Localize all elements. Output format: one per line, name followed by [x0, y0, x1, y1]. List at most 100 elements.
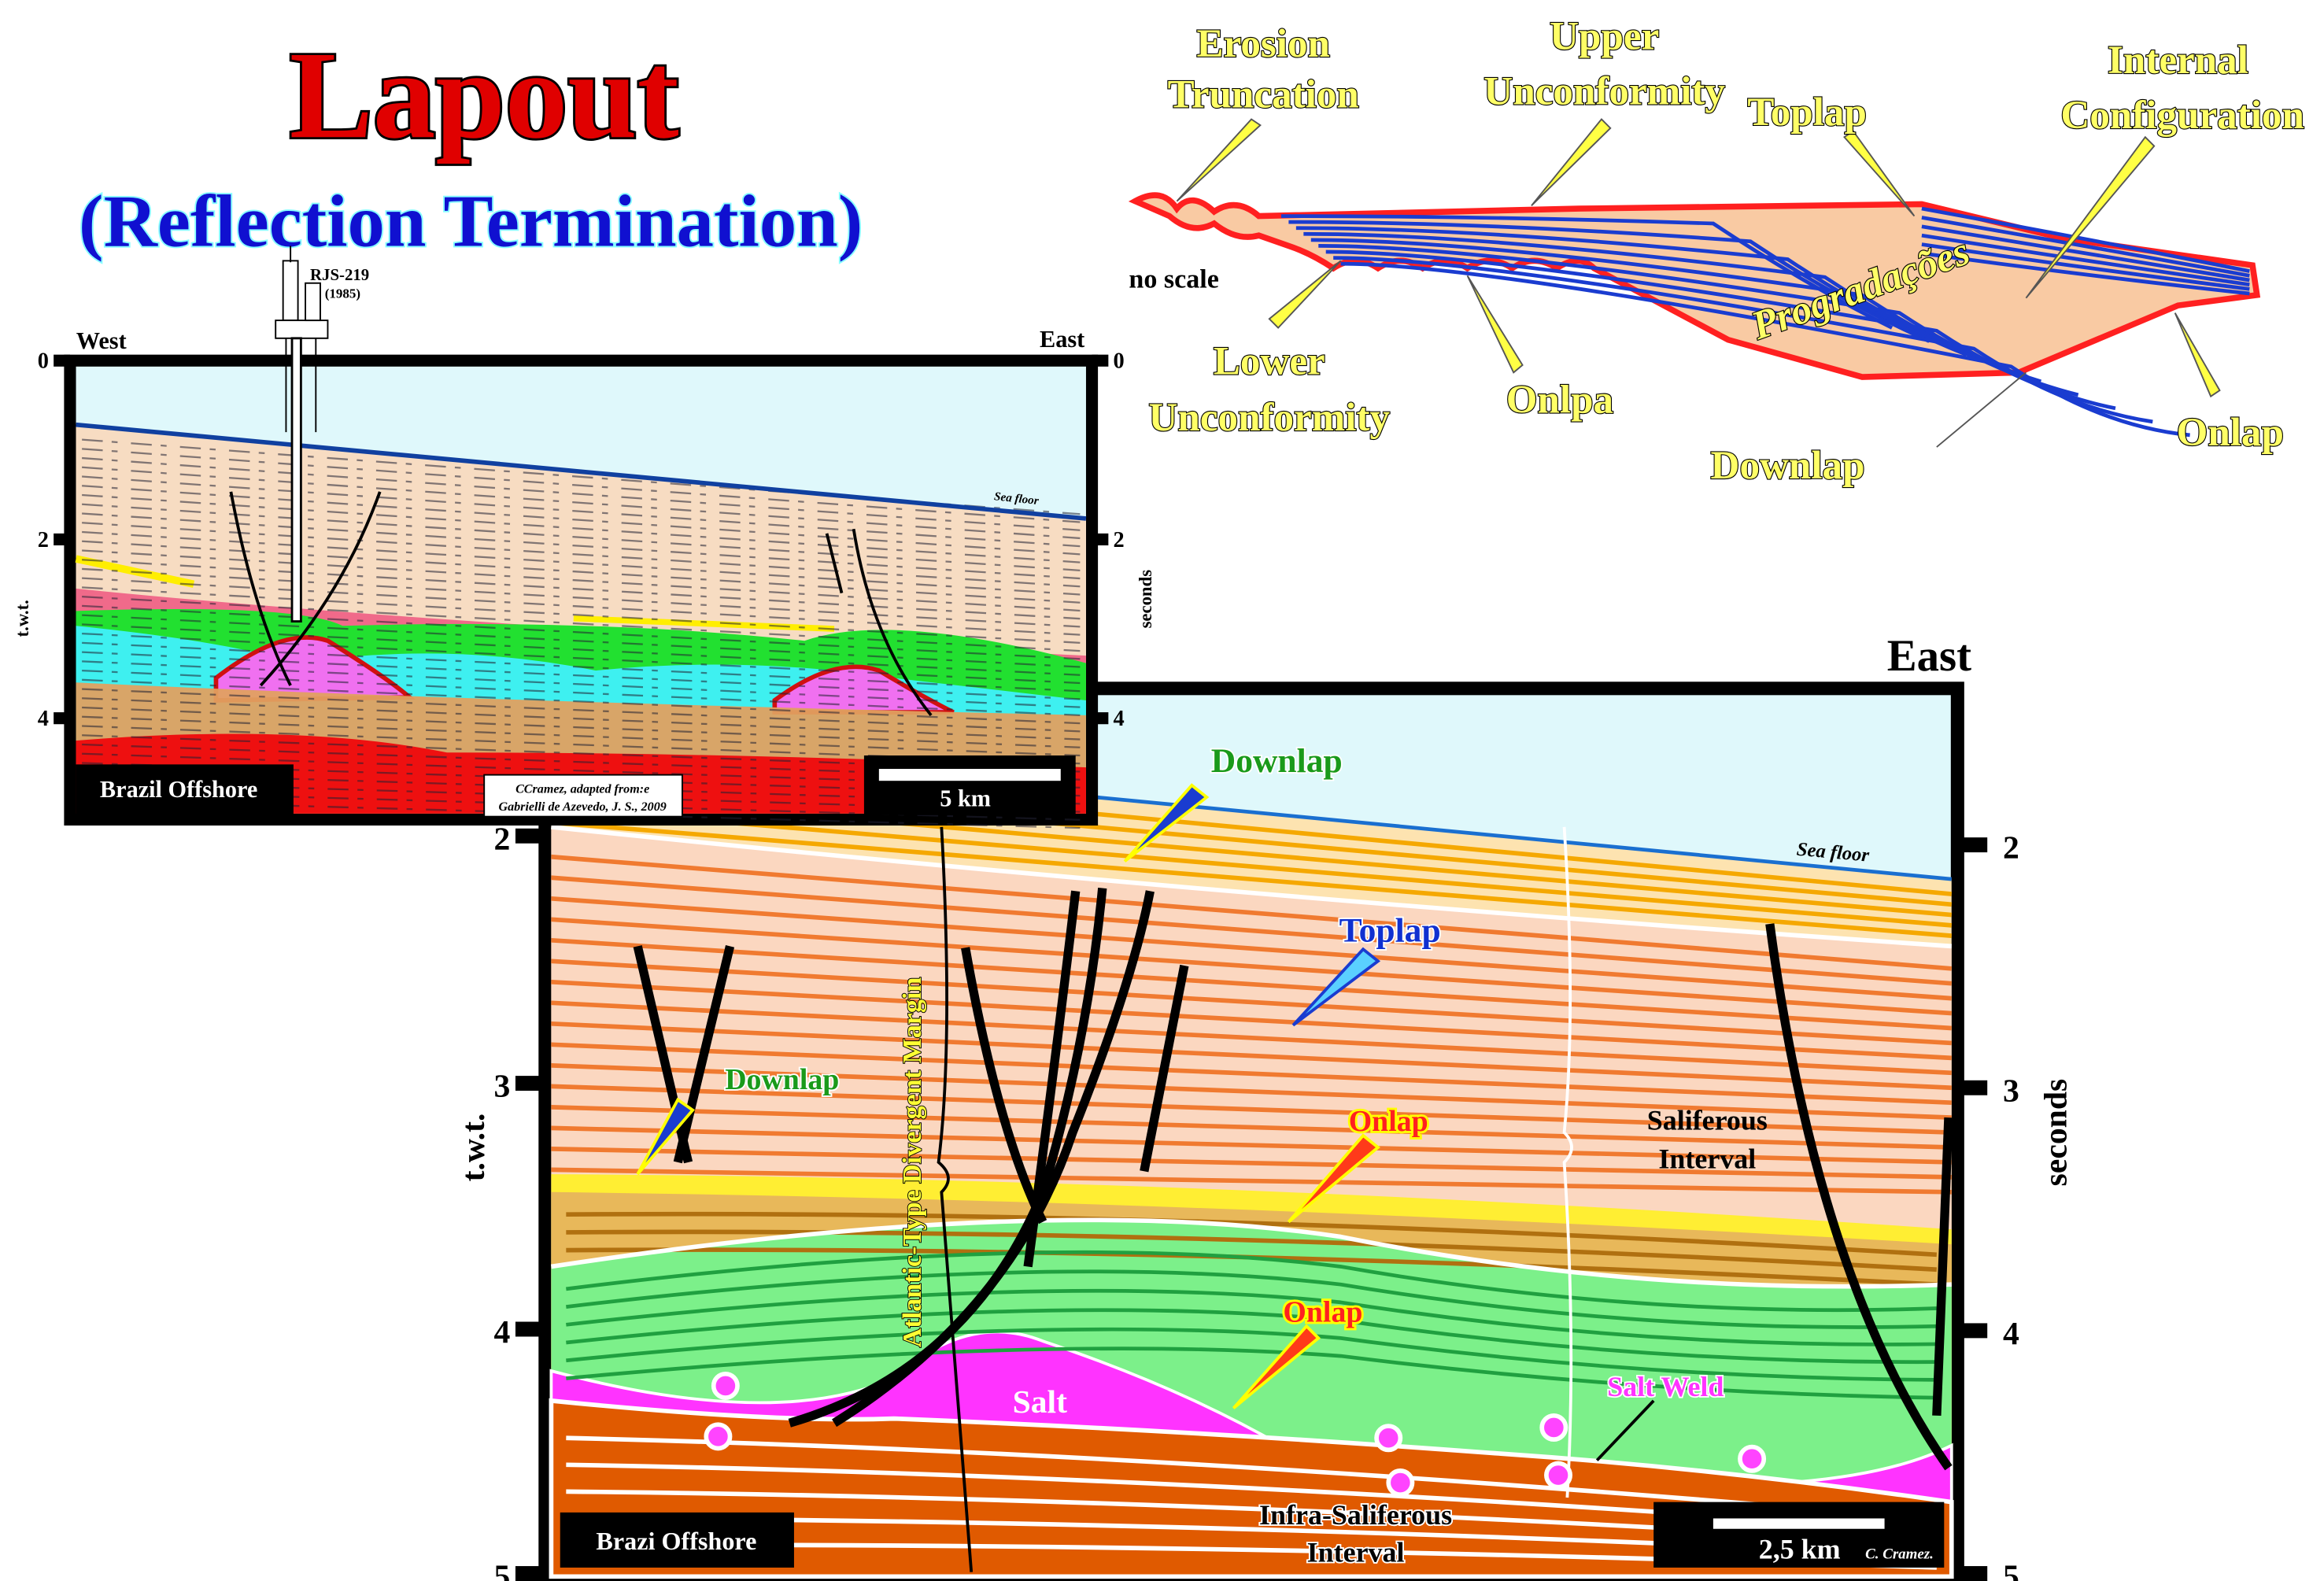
tick-label: 2 — [1114, 528, 1125, 552]
label-arrows — [1176, 118, 2221, 448]
reflector-line — [1921, 242, 2250, 291]
reflector-line — [1921, 233, 2250, 287]
scale-label: 5 km — [940, 785, 991, 811]
well-year: (1985) — [325, 286, 360, 301]
y-axis-left-label: t.w.t. — [13, 600, 32, 637]
reflection-streak — [82, 456, 1081, 531]
reflector-line — [551, 1147, 1952, 1180]
east-label: East — [1040, 326, 1084, 353]
reflection-streak — [82, 706, 1081, 748]
location-box — [560, 1512, 794, 1568]
tick-label: 2 — [38, 528, 49, 552]
location-box — [76, 764, 294, 815]
downlap-arrow-icon — [636, 1097, 696, 1176]
downlap-label: Downlap — [725, 1063, 839, 1096]
reflector-line — [551, 1125, 1952, 1165]
location-label: Brazi Offshore — [596, 1527, 756, 1555]
reflector-line — [551, 1063, 1952, 1120]
page-subtitle: (Reflection Termination) — [79, 180, 863, 262]
arrow-icon — [1466, 275, 1524, 374]
onlap-arrow-icon — [1232, 1324, 1321, 1409]
page-title: Lapout — [290, 26, 679, 164]
drilling-rig-icon — [275, 246, 329, 623]
toplap-label: Toplap — [1339, 912, 1441, 950]
scale-box — [863, 755, 1076, 815]
scale-label: 2,5 km — [1759, 1534, 1841, 1565]
reflection-streak — [82, 734, 1081, 773]
margin-bracket — [937, 826, 974, 1572]
arrow-icon — [1531, 118, 1612, 206]
scale-box — [1653, 1502, 1945, 1568]
sea-floor-label: Sea floor — [993, 490, 1039, 508]
reflection-streak — [82, 485, 1081, 556]
reflection-streak — [82, 641, 1081, 693]
reflector-line — [551, 1021, 1952, 1091]
salt-label: Salt — [1013, 1384, 1068, 1420]
tick-label: 3 — [2003, 1073, 2019, 1109]
reflection-streak — [82, 623, 1081, 676]
saliferous-bracket — [1562, 826, 1573, 1498]
reflection-streak — [82, 567, 1081, 628]
no-scale-label: no scale — [1129, 264, 1218, 294]
toplap-label: Toplap — [1747, 90, 1867, 135]
arrow-icon — [1268, 260, 1342, 329]
reflector-line — [551, 875, 1952, 986]
well-name: RJS-219 — [310, 265, 369, 284]
tick-label: 2 — [494, 821, 511, 857]
faults — [633, 887, 1953, 1471]
reflector-line — [1921, 251, 2250, 296]
reflector-line — [551, 959, 1952, 1046]
reflection-streak — [82, 438, 1081, 515]
reflection-streak — [82, 669, 1081, 717]
reflection-streak — [82, 586, 1081, 644]
reflection-streak — [82, 614, 1081, 668]
reflection-streak — [82, 493, 1081, 563]
white-horizon — [550, 1217, 1952, 1289]
reflector-line — [566, 1269, 1937, 1329]
reflection-streak — [82, 512, 1081, 580]
tick-label: 0 — [38, 349, 49, 374]
reflector-line — [551, 917, 1952, 1016]
white-horizon — [551, 825, 1952, 949]
reflector-line — [551, 854, 1952, 971]
location-label: Brazil Offshore — [100, 776, 257, 803]
reflector-line — [551, 1167, 1952, 1195]
reflector-line — [551, 937, 1952, 1031]
scale-bar — [878, 769, 1061, 781]
reflector-line — [566, 1327, 1937, 1382]
reflector-line — [1921, 224, 2250, 283]
reflection-streak — [82, 660, 1081, 708]
tick-label: 4 — [2003, 1316, 2019, 1352]
reflector-line — [551, 820, 1952, 938]
reflection-streak — [82, 604, 1081, 660]
tick-marks — [515, 828, 1988, 1581]
reflector-line — [551, 805, 1953, 928]
reflector-line — [551, 1105, 1952, 1150]
reflection-streak — [82, 530, 1081, 596]
y-axis-right-label: seconds — [1136, 570, 1155, 629]
onlap-label: Onlap — [1283, 1296, 1362, 1329]
tick-label: 2 — [2003, 830, 2019, 866]
reflector-line — [1280, 214, 1894, 330]
y-axis-right-label: seconds — [2038, 1079, 2075, 1187]
tick-label: 5 — [494, 1559, 511, 1581]
reflection-streak — [82, 678, 1081, 725]
reflection-streak — [82, 540, 1081, 604]
reflector-line — [566, 1229, 1937, 1273]
reflector-line — [566, 1250, 1937, 1313]
reflector-line — [1340, 261, 2190, 438]
tick-marks — [54, 354, 1109, 725]
reflector-lines — [1280, 206, 2250, 438]
tick-label: 3 — [494, 1069, 511, 1105]
tick-label: 4 — [1114, 707, 1125, 731]
reflection-streak — [82, 466, 1081, 540]
salt-weld-markers — [704, 1371, 1767, 1498]
